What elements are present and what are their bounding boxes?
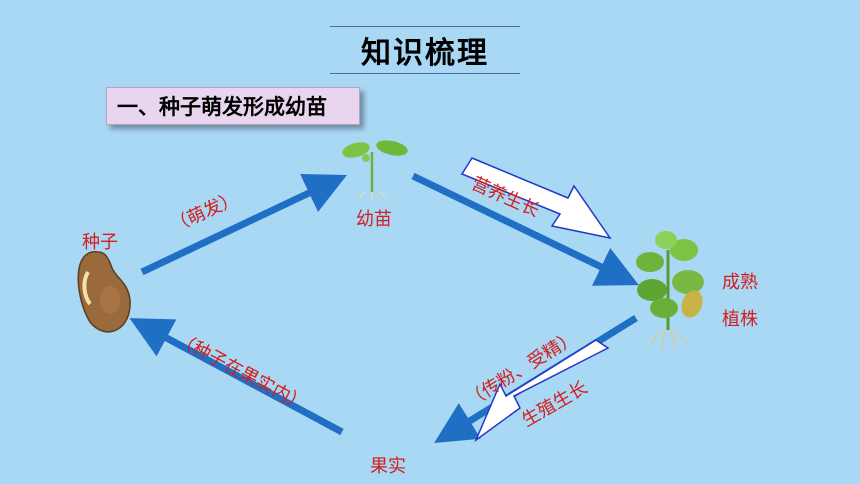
seed-label: 种子 <box>82 232 118 253</box>
arrow-fruit-to-seed <box>129 318 344 436</box>
mature-plant-label-line1: 成熟 <box>722 272 758 293</box>
fruit-label: 果实 <box>370 456 406 477</box>
mature-plant-image <box>636 231 704 351</box>
page-title: 知识梳理 <box>330 26 520 74</box>
mature-plant-label-line2: 植株 <box>722 309 758 330</box>
seed-image <box>77 251 131 333</box>
seedling-label: 幼苗 <box>356 209 392 230</box>
arrow-seedling-to-plant <box>411 172 639 286</box>
section-heading: 一、种子萌发形成幼苗 <box>106 87 360 125</box>
seedling-image <box>342 140 408 200</box>
arrow-seed-to-seedling <box>140 173 347 276</box>
callout-reproductive-arrow <box>474 339 610 443</box>
callout-vegetative-arrow <box>460 157 612 240</box>
